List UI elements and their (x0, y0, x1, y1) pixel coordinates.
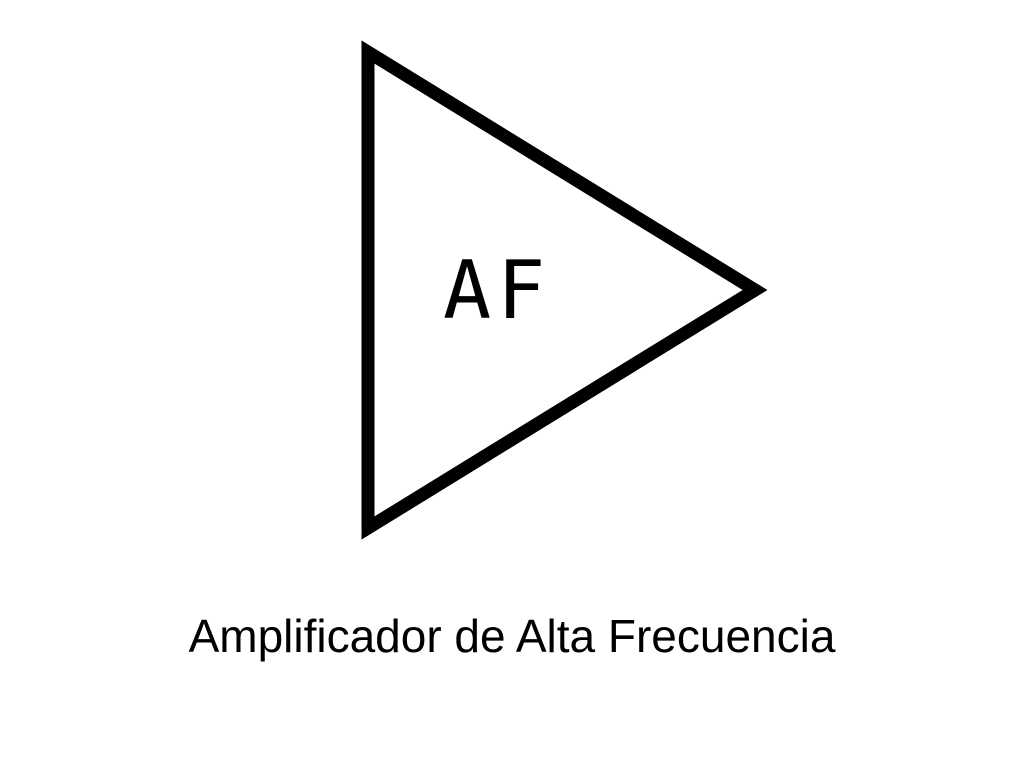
amplifier-label: AF (443, 244, 551, 337)
amplifier-triangle (361, 40, 768, 540)
diagram-caption: Amplificador de Alta Frecuencia (188, 610, 836, 662)
amplifier-symbol: AF (361, 40, 768, 540)
